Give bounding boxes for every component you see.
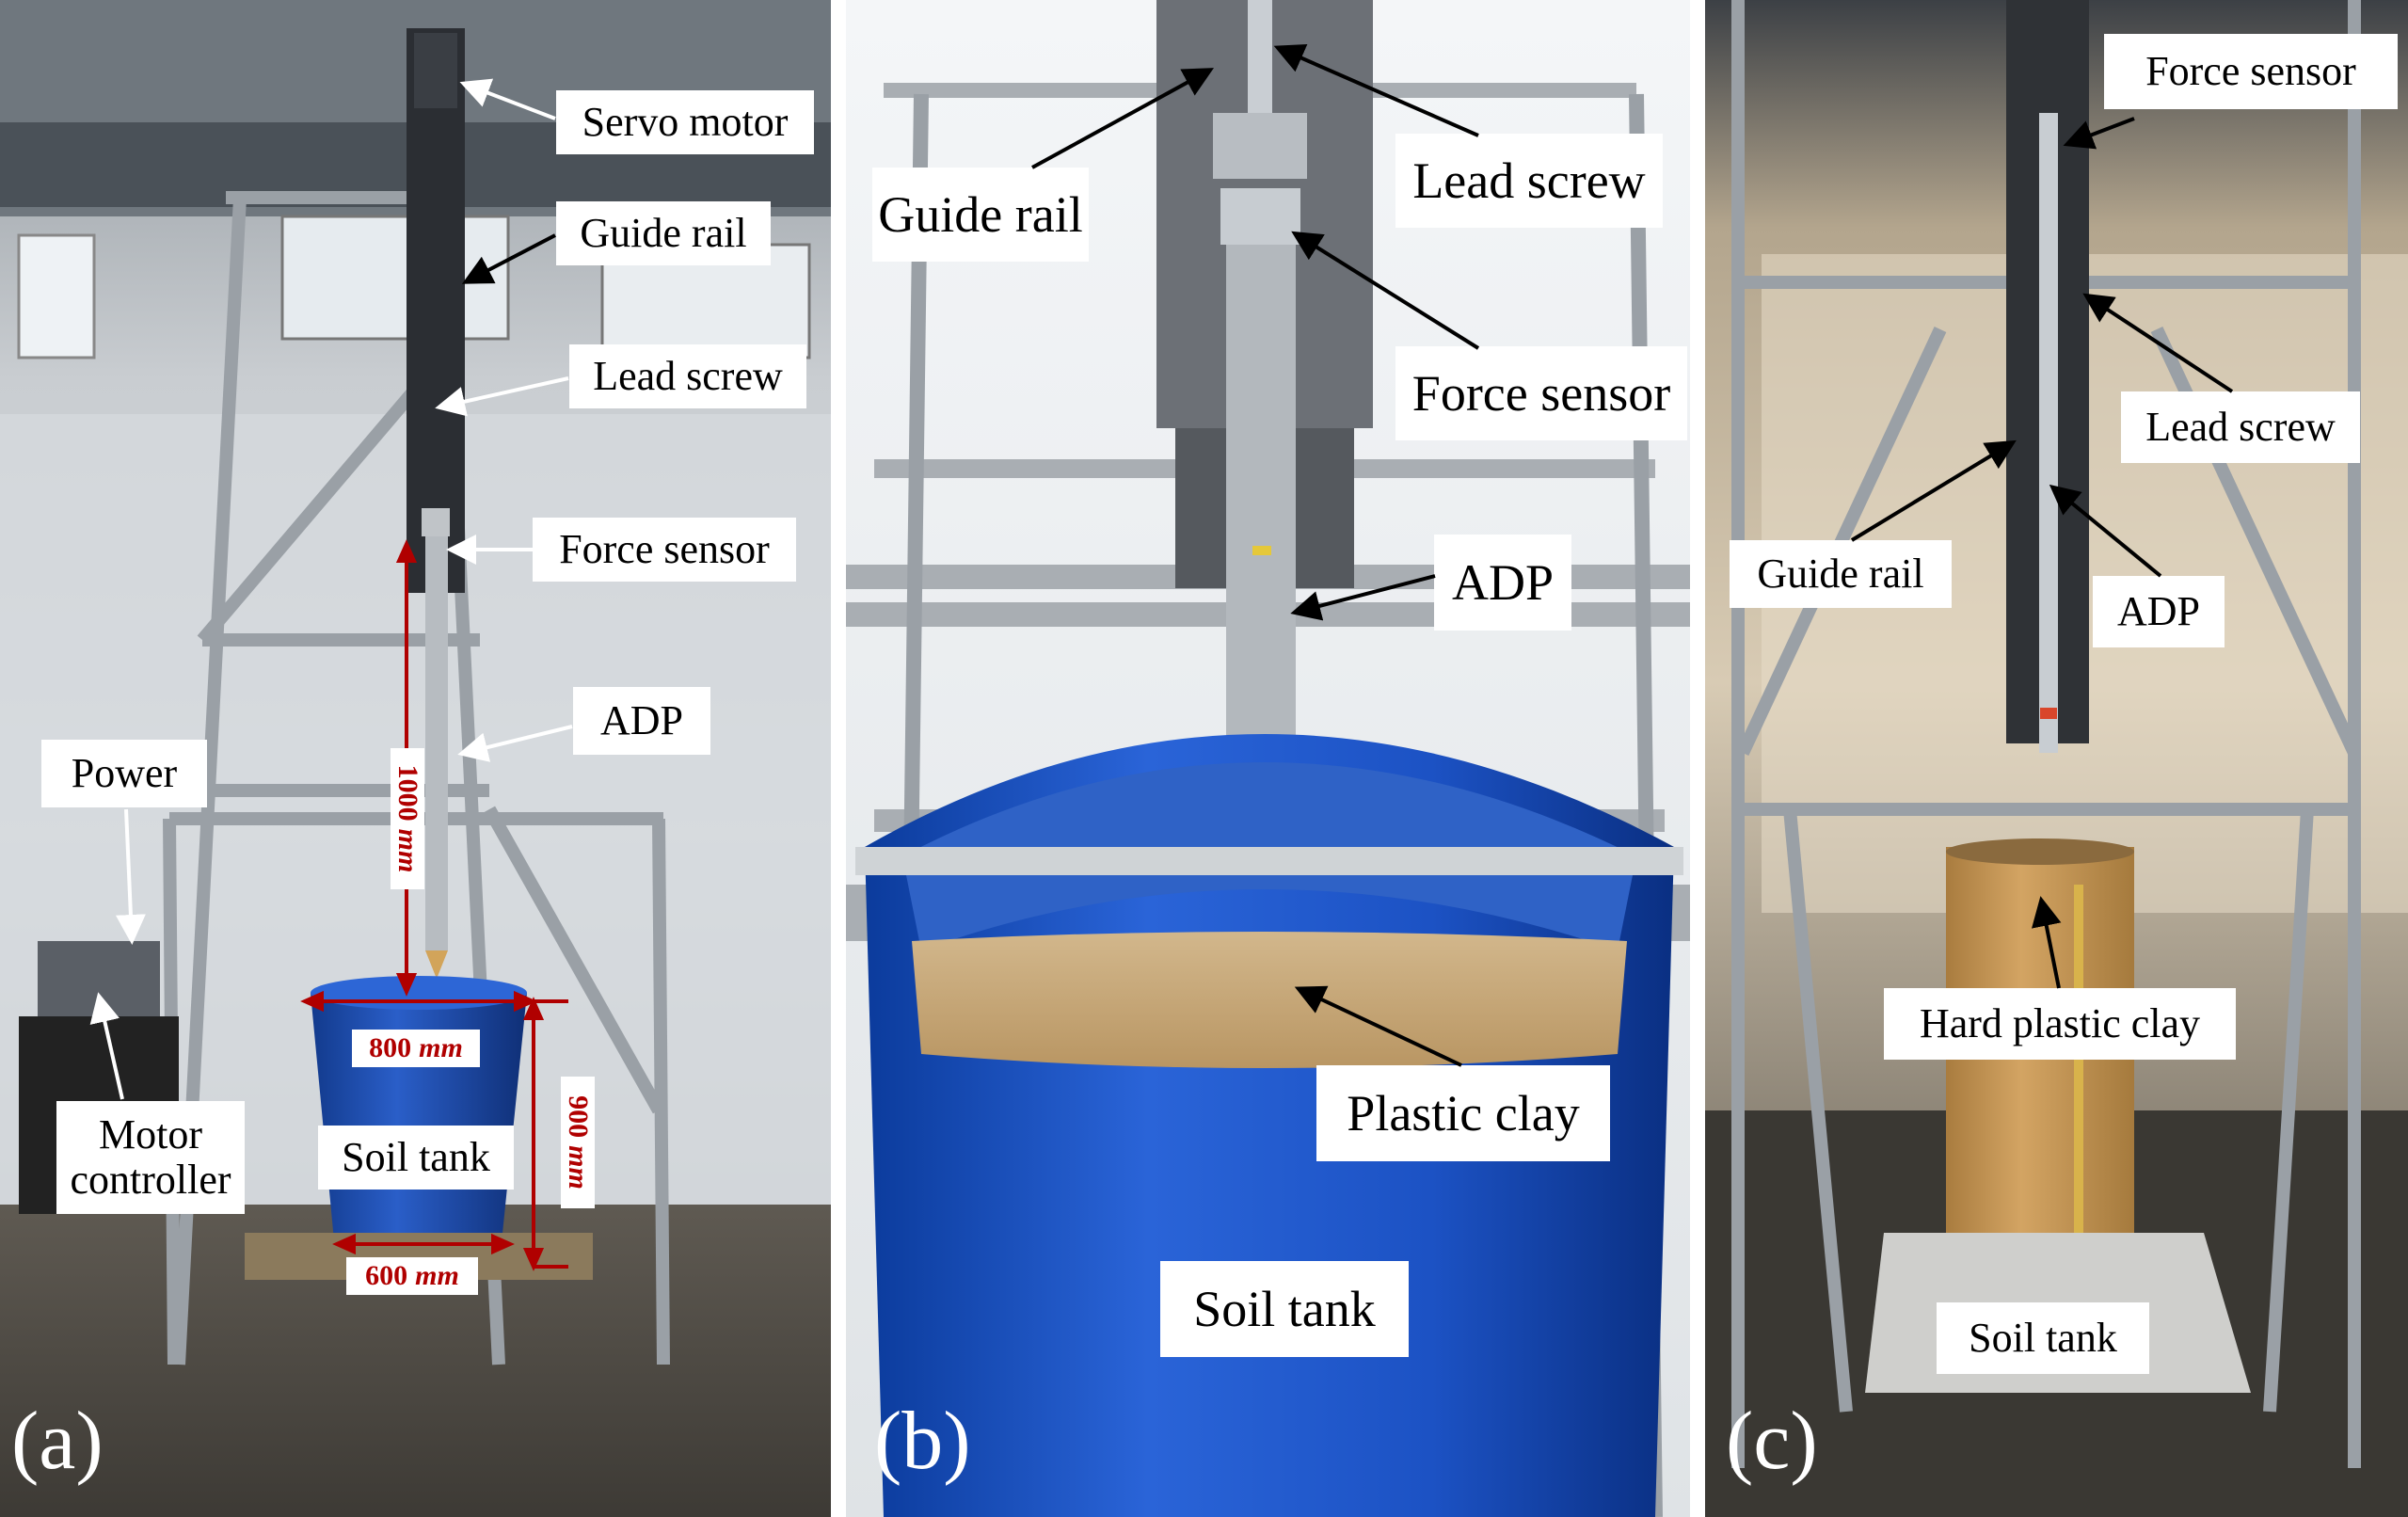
dim-900mm-unit: mm <box>563 1145 594 1190</box>
label-motor-controller-line1: Motor controller <box>70 1111 231 1203</box>
label-adp: ADP <box>573 687 710 755</box>
dim-600mm-value: 600 <box>365 1260 408 1291</box>
label-soil-tank: Soil tank <box>1160 1261 1409 1357</box>
label-guide-rail: Guide rail <box>556 201 771 265</box>
dim-1000mm-value: 1000 <box>392 764 423 822</box>
label-hard-plastic-clay: Hard plastic clay <box>1884 988 2236 1060</box>
dim-600mm: 600 mm <box>346 1257 478 1295</box>
panel-b-photo <box>846 0 1690 1517</box>
label-soil-tank: Soil tank <box>1937 1302 2149 1374</box>
label-adp: ADP <box>1434 535 1571 631</box>
dim-900mm: 900 mm <box>561 1077 595 1208</box>
label-servo-motor: Servo motor <box>556 90 814 154</box>
panel-a: Servo motor Guide rail Lead screw Force … <box>0 0 831 1517</box>
dim-900mm-value: 900 <box>563 1095 594 1139</box>
label-plastic-clay: Plastic clay <box>1316 1065 1610 1161</box>
label-lead-screw: Lead screw <box>2121 391 2360 463</box>
label-force-sensor: Force sensor <box>1395 346 1687 440</box>
label-motor-controller: Motor controller <box>56 1101 245 1214</box>
panel-b-tag: (b) <box>874 1396 971 1487</box>
label-force-sensor: Force sensor <box>2104 34 2398 109</box>
panel-b: Guide rail Lead screw Force sensor ADP P… <box>846 0 1690 1517</box>
label-guide-rail: Guide rail <box>872 168 1089 262</box>
panel-c-tag: (c) <box>1726 1396 1818 1487</box>
label-adp: ADP <box>2093 576 2225 647</box>
dim-600mm-unit: mm <box>415 1260 459 1291</box>
panel-c: Force sensor Lead screw Guide rail ADP H… <box>1705 0 2408 1517</box>
panel-c-photo <box>1705 0 2408 1517</box>
label-lead-screw: Lead screw <box>1395 134 1663 228</box>
label-force-sensor: Force sensor <box>533 518 796 582</box>
label-guide-rail: Guide rail <box>1730 540 1952 608</box>
dim-800mm: 800 mm <box>352 1030 480 1067</box>
panel-a-tag: (a) <box>11 1396 104 1487</box>
dim-800mm-unit: mm <box>419 1032 463 1063</box>
label-soil-tank: Soil tank <box>318 1126 514 1190</box>
label-lead-screw: Lead screw <box>569 344 806 408</box>
dim-1000mm-unit: mm <box>392 828 423 873</box>
label-power: Power <box>41 740 207 807</box>
dim-800mm-value: 800 <box>369 1032 412 1063</box>
dim-1000mm: 1000 mm <box>391 748 424 889</box>
